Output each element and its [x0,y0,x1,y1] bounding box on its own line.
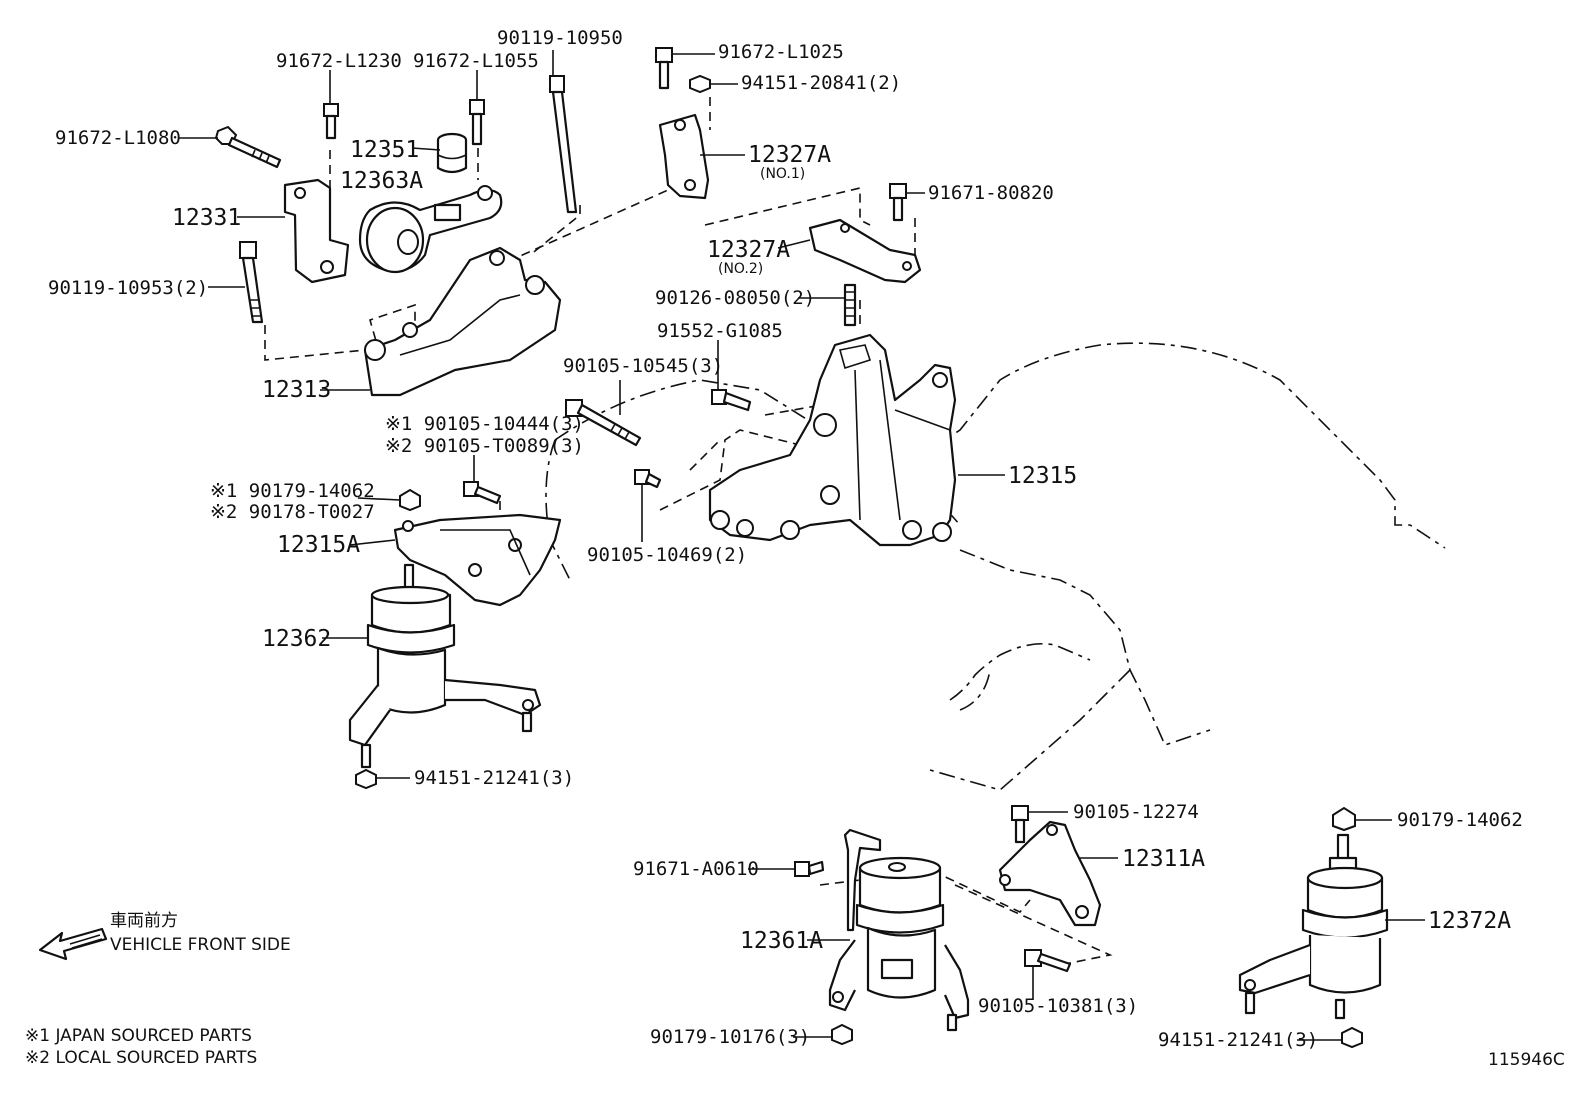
stopper-12351 [436,132,468,174]
nut-94151-21241-a [355,768,377,790]
stud-90126-08050 [843,283,857,327]
label-12361A: 12361A [740,928,823,954]
leader-lines [178,50,1425,1041]
label-12315A: 12315A [277,532,360,558]
footnote-japan: ※1 JAPAN SOURCED PARTS [25,1026,252,1046]
label-12327A-no1: 12327A [748,142,831,168]
engine-outline [545,342,1446,791]
insulator-12363A [358,185,503,274]
label-12315: 12315 [1008,463,1077,489]
nut-90179-14062 [399,488,421,512]
mount-12362 [348,563,542,769]
bolt-91672-L1230 [323,103,339,140]
footnote-local: ※2 LOCAL SOURCED PARTS [25,1048,257,1068]
bracket-12327A-no2 [808,218,922,284]
part-labels: 91672-L1230 91672-L1055 90119-10950 9167… [48,27,1523,1051]
bolt-91672-L1055 [469,99,485,146]
bracket-12315A [393,513,562,607]
label-90105-12274: 90105-12274 [1073,801,1199,823]
bolt-91672-L1025 [655,47,673,90]
nut-94151-21241-b [1341,1026,1363,1049]
label-no2: (NO.2) [718,261,763,277]
front-arrow-icon [38,927,108,961]
nut-90179-14062-b [1332,806,1356,832]
front-direction: 車両前方 VEHICLE FRONT SIDE [38,911,291,961]
label-90105-10469: 90105-10469(2) [587,544,747,566]
label-90105-10381: 90105-10381(3) [978,995,1138,1017]
bracket-12311A [998,820,1102,927]
footnotes: ※1 JAPAN SOURCED PARTS ※2 LOCAL SOURCED … [25,1026,257,1068]
label-91671-A0610: 91671-A0610 [633,858,759,880]
bolt-91671-80820 [889,183,907,222]
bolt-91671-A0610 [794,860,825,877]
label-90105-10444: ※1 90105-10444(3) [385,413,584,435]
label-90105-T0089: ※2 90105-T0089(3) [385,435,584,457]
label-90178-T0027: ※2 90178-T0027 [210,501,375,523]
label-12362: 12362 [262,626,331,652]
front-label-jp: 車両前方 [110,911,178,931]
label-90179-10176: 90179-10176(3) [650,1026,810,1048]
label-91672-L1230: 91672-L1230 [276,50,402,72]
label-94151-21241-b: 94151-21241(3) [1158,1029,1318,1051]
label-12311A: 12311A [1122,846,1205,872]
label-90179-14062-x1: ※1 90179-14062 [210,480,375,502]
bracket-12331 [283,178,350,284]
bracket-12327A-no1 [658,113,710,200]
label-90119-10953: 90119-10953(2) [48,277,208,299]
bolt-90105-12274 [1011,805,1029,844]
bolt-90119-10950 [549,75,578,214]
bolt-90105-10444 [463,481,502,505]
label-91672-L1080: 91672-L1080 [55,127,181,149]
label-94151-21241-a: 94151-21241(3) [414,767,574,789]
label-91552-G1085: 91552-G1085 [657,320,783,342]
label-91672-L1025: 91672-L1025 [718,41,844,63]
bolt-90105-10381 [1024,949,1072,973]
label-91671-80820: 91671-80820 [928,182,1054,204]
mount-12361A [828,828,970,1032]
label-12327A-no2: 12327A [707,237,790,263]
drawing-number: 115946C [1488,1050,1565,1070]
label-90179-14062: 90179-14062 [1397,809,1523,831]
mount-12372A [1238,833,1389,1020]
label-90119-10950: 90119-10950 [497,27,623,49]
label-12363A: 12363A [340,168,423,194]
bracket-12315 [708,333,957,547]
label-12331: 12331 [172,205,241,231]
bolt-90119-10953 [239,241,264,324]
bolt-90105-10545 [565,399,642,447]
bolt-91552-G1085 [711,389,752,412]
nut-94151-20841 [689,74,711,94]
bracket-12313 [363,246,562,397]
label-90105-10545: 90105-10545(3) [563,355,723,377]
label-90126-08050: 90126-08050(2) [655,287,815,309]
label-12351: 12351 [350,137,419,163]
label-12372A: 12372A [1428,908,1511,934]
bolt-91672-L1080 [214,125,282,169]
label-94151-20841: 94151-20841(2) [741,72,901,94]
front-label-en: VEHICLE FRONT SIDE [110,935,291,955]
bolt-90105-10469 [634,469,662,489]
label-91672-L1055: 91672-L1055 [413,50,539,72]
label-no1: (NO.1) [760,166,805,182]
nut-90179-10176 [831,1023,853,1046]
label-12313: 12313 [262,377,331,403]
